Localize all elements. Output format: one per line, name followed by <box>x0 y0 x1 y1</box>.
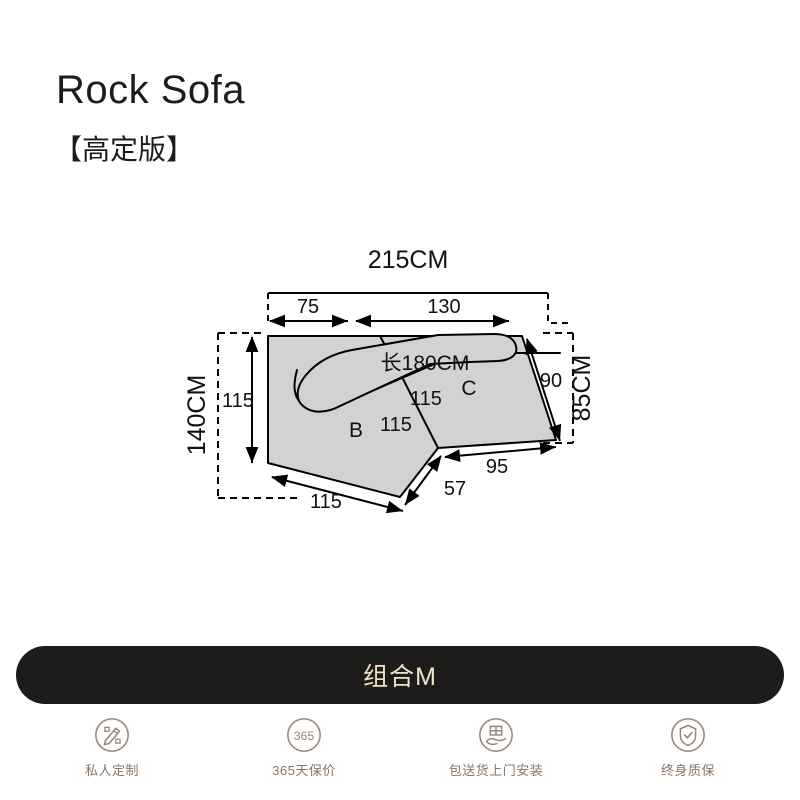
combination-banner[interactable]: 组合M <box>16 646 784 704</box>
label-bottom-115: 115 <box>310 491 342 513</box>
feature-label-warranty: 终身质保 <box>660 763 715 778</box>
label-57: 57 <box>444 478 466 500</box>
dimension-top-overall <box>267 292 570 325</box>
365-circle-icon: 365 <box>287 718 321 752</box>
feature-label-custom: 私人定制 <box>84 763 139 778</box>
page-subtitle: 【高定版】 <box>54 134 195 165</box>
sofa-backrest-band <box>296 333 518 413</box>
feature-item-custom[interactable]: 私人定制 <box>17 716 207 779</box>
sofa-dimension-diagram: 215CM 75 130 140CM 115 85CM <box>0 215 800 565</box>
combination-label: 组合M <box>363 663 437 691</box>
label-90: 90 <box>540 370 562 392</box>
label-section-c: C <box>461 377 476 400</box>
label-seat-length: 长180CM <box>381 352 470 375</box>
label-95: 95 <box>486 456 508 478</box>
label-section-b: B <box>349 419 363 442</box>
svg-text:365: 365 <box>294 729 315 743</box>
feature-label-price-protection: 365天保价 <box>272 763 336 778</box>
label-75: 75 <box>297 296 319 318</box>
label-inner-115-lower: 115 <box>380 414 412 436</box>
shield-check-icon <box>671 718 705 752</box>
label-130: 130 <box>427 296 460 318</box>
dimension-right-inner <box>525 338 562 442</box>
feature-item-warranty[interactable]: 终身质保 <box>593 716 783 779</box>
dimension-bottom-57 <box>404 455 442 506</box>
feature-item-price-protection[interactable]: 365 365天保价 <box>209 716 399 779</box>
feature-item-delivery[interactable]: 包送货上门安装 <box>401 716 591 779</box>
label-85cm: 85CM <box>568 355 596 422</box>
dimension-bottom-95 <box>444 442 557 463</box>
feature-badges-row: 私人定制 365 365天保价 包送货上门安装 终身质保 <box>16 716 784 792</box>
dimension-bottom-left <box>271 474 404 514</box>
label-left-115: 115 <box>222 390 254 412</box>
label-inner-115-upper: 115 <box>410 388 442 410</box>
delivery-hand-box-icon <box>479 718 513 752</box>
label-140cm: 140CM <box>183 375 211 456</box>
dimension-left-overall <box>217 332 262 499</box>
page-title: Rock Sofa <box>56 68 246 112</box>
label-215cm: 215CM <box>368 246 449 274</box>
pencil-ruler-icon <box>95 718 129 752</box>
feature-label-delivery: 包送货上门安装 <box>448 763 544 778</box>
